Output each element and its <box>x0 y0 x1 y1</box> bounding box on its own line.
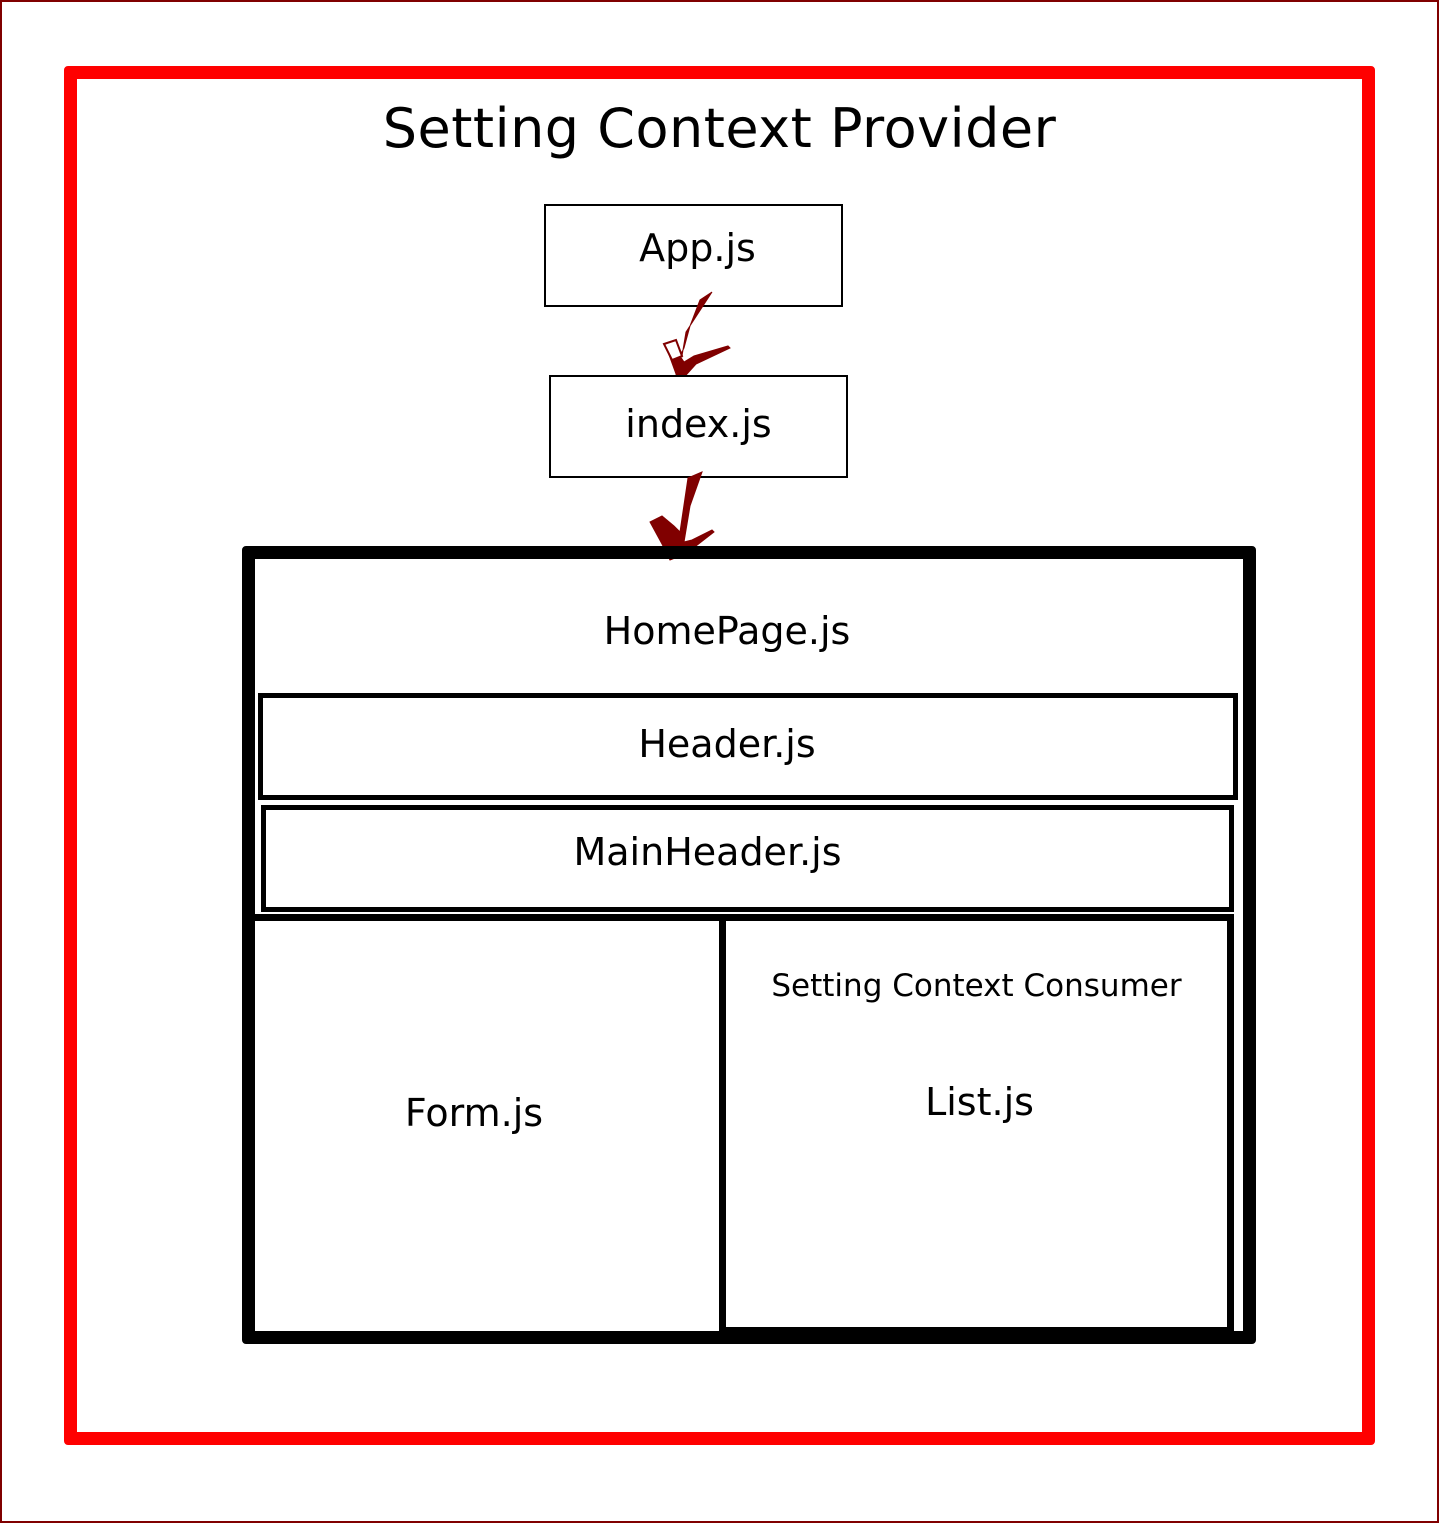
form-js-box <box>248 914 726 1338</box>
diagram-title: Setting Context Provider <box>382 97 1057 160</box>
index-js-label: index.js <box>625 401 772 446</box>
mainheader-js-label: MainHeader.js <box>573 829 842 874</box>
form-js-label: Form.js <box>404 1091 544 1135</box>
setting-context-consumer-label: Setting Context Consumer <box>771 968 1182 1004</box>
mainheader-js-box: MainHeader.js <box>261 805 1234 912</box>
arrow-app-to-index <box>662 291 731 386</box>
header-js-label: Header.js <box>638 721 816 766</box>
setting-context-provider-frame <box>64 66 1375 1445</box>
homepage-js-label: HomePage.js <box>603 609 851 653</box>
list-js-label: List.js <box>925 1080 1034 1124</box>
index-js-box: index.js <box>549 375 848 478</box>
header-js-box: Header.js <box>258 693 1238 800</box>
list-js-box <box>719 914 1234 1334</box>
homepage-js-box <box>242 546 1256 1344</box>
app-js-label: App.js <box>639 225 756 270</box>
app-js-box: App.js <box>544 204 843 307</box>
